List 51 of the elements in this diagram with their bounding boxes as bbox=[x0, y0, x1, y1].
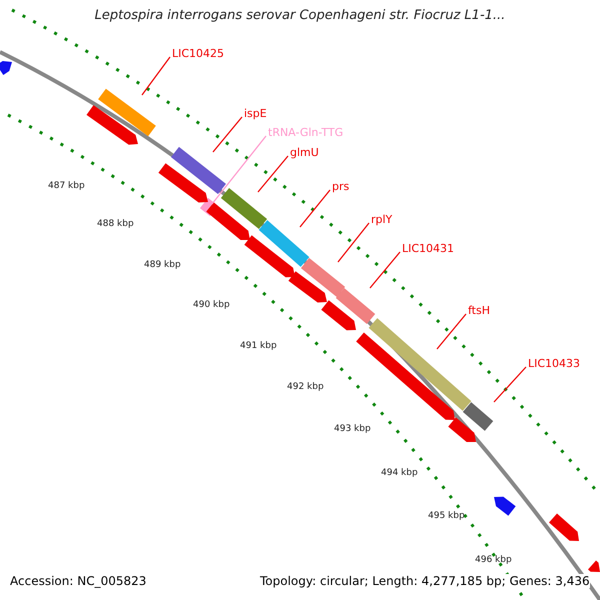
map-title: Leptospira interrogans serovar Copenhageni str. Fiocruz L1-1... bbox=[94, 8, 506, 23]
coding-feature bbox=[158, 163, 208, 202]
gene-label: LIC10431 bbox=[402, 242, 454, 255]
gene-label: LIC10433 bbox=[528, 357, 580, 370]
position-label: 496 kbp bbox=[475, 555, 512, 565]
leader-line bbox=[258, 156, 288, 192]
leader-line bbox=[370, 252, 400, 288]
gene-label: tRNA-Gln-TTG bbox=[268, 126, 344, 139]
coding-feature bbox=[588, 560, 600, 572]
position-label: 495 kbp bbox=[428, 511, 465, 521]
coding-feature bbox=[321, 300, 356, 330]
coding-feature bbox=[206, 202, 250, 240]
leader-line bbox=[338, 222, 370, 262]
coding-feature bbox=[549, 514, 579, 541]
gene-bar bbox=[368, 318, 472, 411]
position-label: 489 kbp bbox=[144, 260, 181, 270]
gene-label: ftsH bbox=[468, 304, 490, 317]
leader-line bbox=[436, 314, 466, 350]
info-text: Accession: NC_005823 bbox=[10, 574, 146, 588]
coding-feature bbox=[86, 105, 138, 145]
leader-line bbox=[300, 190, 330, 228]
position-label: 488 kbp bbox=[97, 219, 134, 229]
gene-bar bbox=[220, 188, 268, 229]
leader-line bbox=[494, 366, 526, 402]
position-label: 493 kbp bbox=[334, 424, 371, 434]
gene-bar bbox=[336, 288, 376, 324]
coding-feature bbox=[494, 496, 516, 516]
gene-bar bbox=[300, 258, 346, 298]
position-label: 491 kbp bbox=[240, 341, 277, 351]
gene-label: prs bbox=[332, 180, 350, 193]
gene-label: LIC10425 bbox=[172, 47, 224, 60]
position-label: 492 kbp bbox=[287, 382, 324, 392]
leader-line bbox=[142, 56, 170, 96]
coding-feature bbox=[244, 235, 295, 278]
coding-feature bbox=[356, 332, 455, 420]
gene-bar bbox=[462, 402, 494, 431]
gene-bar bbox=[258, 220, 310, 267]
gene-bar bbox=[171, 146, 226, 194]
position-label: 487 kbp bbox=[48, 181, 85, 191]
gene-label: ispE bbox=[244, 107, 267, 120]
gene-label: rplY bbox=[371, 213, 392, 226]
coding-feature bbox=[0, 61, 12, 75]
position-label: 490 kbp bbox=[193, 300, 230, 310]
coding-feature bbox=[448, 417, 476, 442]
position-label: 494 kbp bbox=[381, 468, 418, 478]
info-text: Topology: circular; Length: 4,277,185 bp; Genes: 3,436 bbox=[260, 574, 590, 588]
gene-label: glmU bbox=[290, 146, 319, 159]
leader-line bbox=[212, 136, 266, 204]
coding-feature bbox=[288, 271, 327, 302]
leader-line bbox=[212, 116, 242, 152]
gene-bar bbox=[98, 88, 156, 136]
